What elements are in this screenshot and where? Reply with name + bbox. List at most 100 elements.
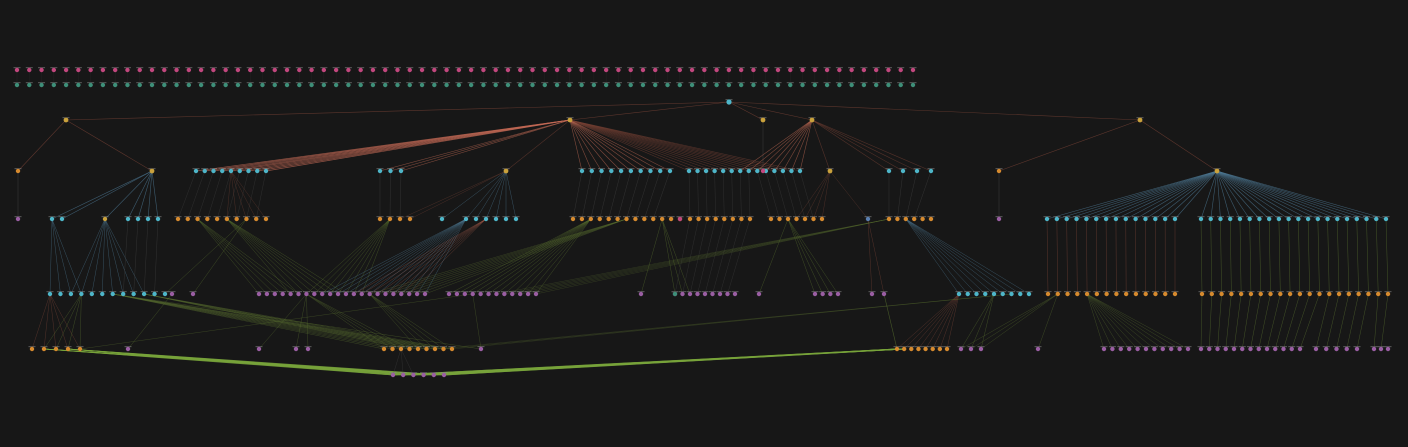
graph-node[interactable] [148,82,156,88]
graph-node[interactable] [467,67,475,73]
graph-node[interactable] [658,216,666,222]
graph-node[interactable] [320,67,328,73]
graph-node[interactable] [909,82,917,88]
graph-node[interactable] [1294,216,1302,222]
graph-node[interactable] [262,168,270,174]
graph-node[interactable] [1073,216,1081,222]
graph-node[interactable] [759,168,767,174]
graph-node[interactable] [767,216,775,222]
graph-node[interactable] [1377,346,1385,352]
graph-node[interactable] [184,216,192,222]
graph-node[interactable] [516,82,524,88]
graph-node[interactable] [631,216,639,222]
graph-node[interactable] [702,168,710,174]
graph-node[interactable] [823,67,831,73]
graph-node[interactable] [320,82,328,88]
graph-node[interactable] [1247,346,1254,352]
graph-node[interactable] [271,67,279,73]
graph-node[interactable] [1384,346,1392,352]
graph-node[interactable] [38,82,46,88]
graph-node[interactable] [62,117,70,123]
graph-node[interactable] [302,291,310,297]
graph-node[interactable] [295,291,303,297]
graph-node[interactable] [1216,216,1224,222]
graph-node[interactable] [173,67,181,73]
graph-node[interactable] [1167,346,1175,352]
graph-node[interactable] [605,216,613,222]
graph-node[interactable] [1345,291,1353,297]
graph-node[interactable] [492,67,500,73]
graph-node[interactable] [759,117,767,123]
graph-node[interactable] [246,67,254,73]
graph-node[interactable] [746,216,754,222]
graph-node[interactable] [936,346,944,352]
graph-node[interactable] [801,216,809,222]
graph-node[interactable] [685,168,693,174]
graph-node[interactable] [786,67,794,73]
graph-node[interactable] [1184,346,1192,352]
graph-node[interactable] [614,82,622,88]
graph-node[interactable] [1315,291,1323,297]
graph-node[interactable] [860,82,868,88]
graph-node[interactable] [1197,346,1205,352]
graph-node[interactable] [111,67,119,73]
graph-node[interactable] [332,82,340,88]
graph-node[interactable] [1151,216,1159,222]
graph-node[interactable] [123,67,131,73]
graph-node[interactable] [1267,291,1275,297]
graph-node[interactable] [725,99,733,105]
graph-node[interactable] [50,67,58,73]
graph-node[interactable] [627,67,635,73]
graph-node[interactable] [197,82,205,88]
graph-node[interactable] [784,216,792,222]
graph-node[interactable] [810,216,817,222]
graph-node[interactable] [799,82,807,88]
graph-node[interactable] [868,291,876,297]
graph-node[interactable] [880,291,888,297]
graph-node[interactable] [14,168,22,174]
graph-node[interactable] [716,291,724,297]
graph-node[interactable] [590,82,598,88]
graph-node[interactable] [1271,346,1279,352]
graph-node[interactable] [1286,291,1294,297]
graph-node[interactable] [414,346,422,352]
graph-node[interactable] [423,346,430,352]
graph-node[interactable] [755,291,763,297]
graph-node[interactable] [453,291,461,297]
graph-node[interactable] [255,346,263,352]
graph-node[interactable] [38,67,46,73]
graph-node[interactable] [914,346,922,352]
graph-node[interactable] [1343,346,1351,352]
graph-node[interactable] [1122,216,1130,222]
graph-node[interactable] [1257,291,1265,297]
graph-node[interactable] [467,82,475,88]
graph-node[interactable] [964,291,972,297]
graph-node[interactable] [872,82,880,88]
graph-node[interactable] [1355,291,1363,297]
graph-node[interactable] [98,291,106,297]
graph-node[interactable] [627,168,635,174]
graph-node[interactable] [719,168,727,174]
graph-node[interactable] [420,372,428,378]
graph-node[interactable] [136,67,144,73]
graph-node[interactable] [283,67,291,73]
graph-node[interactable] [201,168,209,174]
graph-node[interactable] [1306,291,1314,297]
graph-node[interactable] [686,216,694,222]
graph-node[interactable] [40,346,48,352]
graph-node[interactable] [252,216,260,222]
graph-node[interactable] [676,82,684,88]
graph-node[interactable] [56,291,64,297]
graph-node[interactable] [1198,291,1206,297]
graph-node[interactable] [787,168,795,174]
graph-node[interactable] [793,216,800,222]
graph-node[interactable] [213,216,221,222]
graph-node[interactable] [405,291,413,297]
graph-node[interactable] [174,216,182,222]
graph-node[interactable] [1132,291,1140,297]
graph-node[interactable] [913,168,921,174]
graph-node[interactable] [485,291,493,297]
graph-node[interactable] [1263,346,1271,352]
graph-node[interactable] [1063,216,1071,222]
graph-node[interactable] [1265,216,1273,222]
